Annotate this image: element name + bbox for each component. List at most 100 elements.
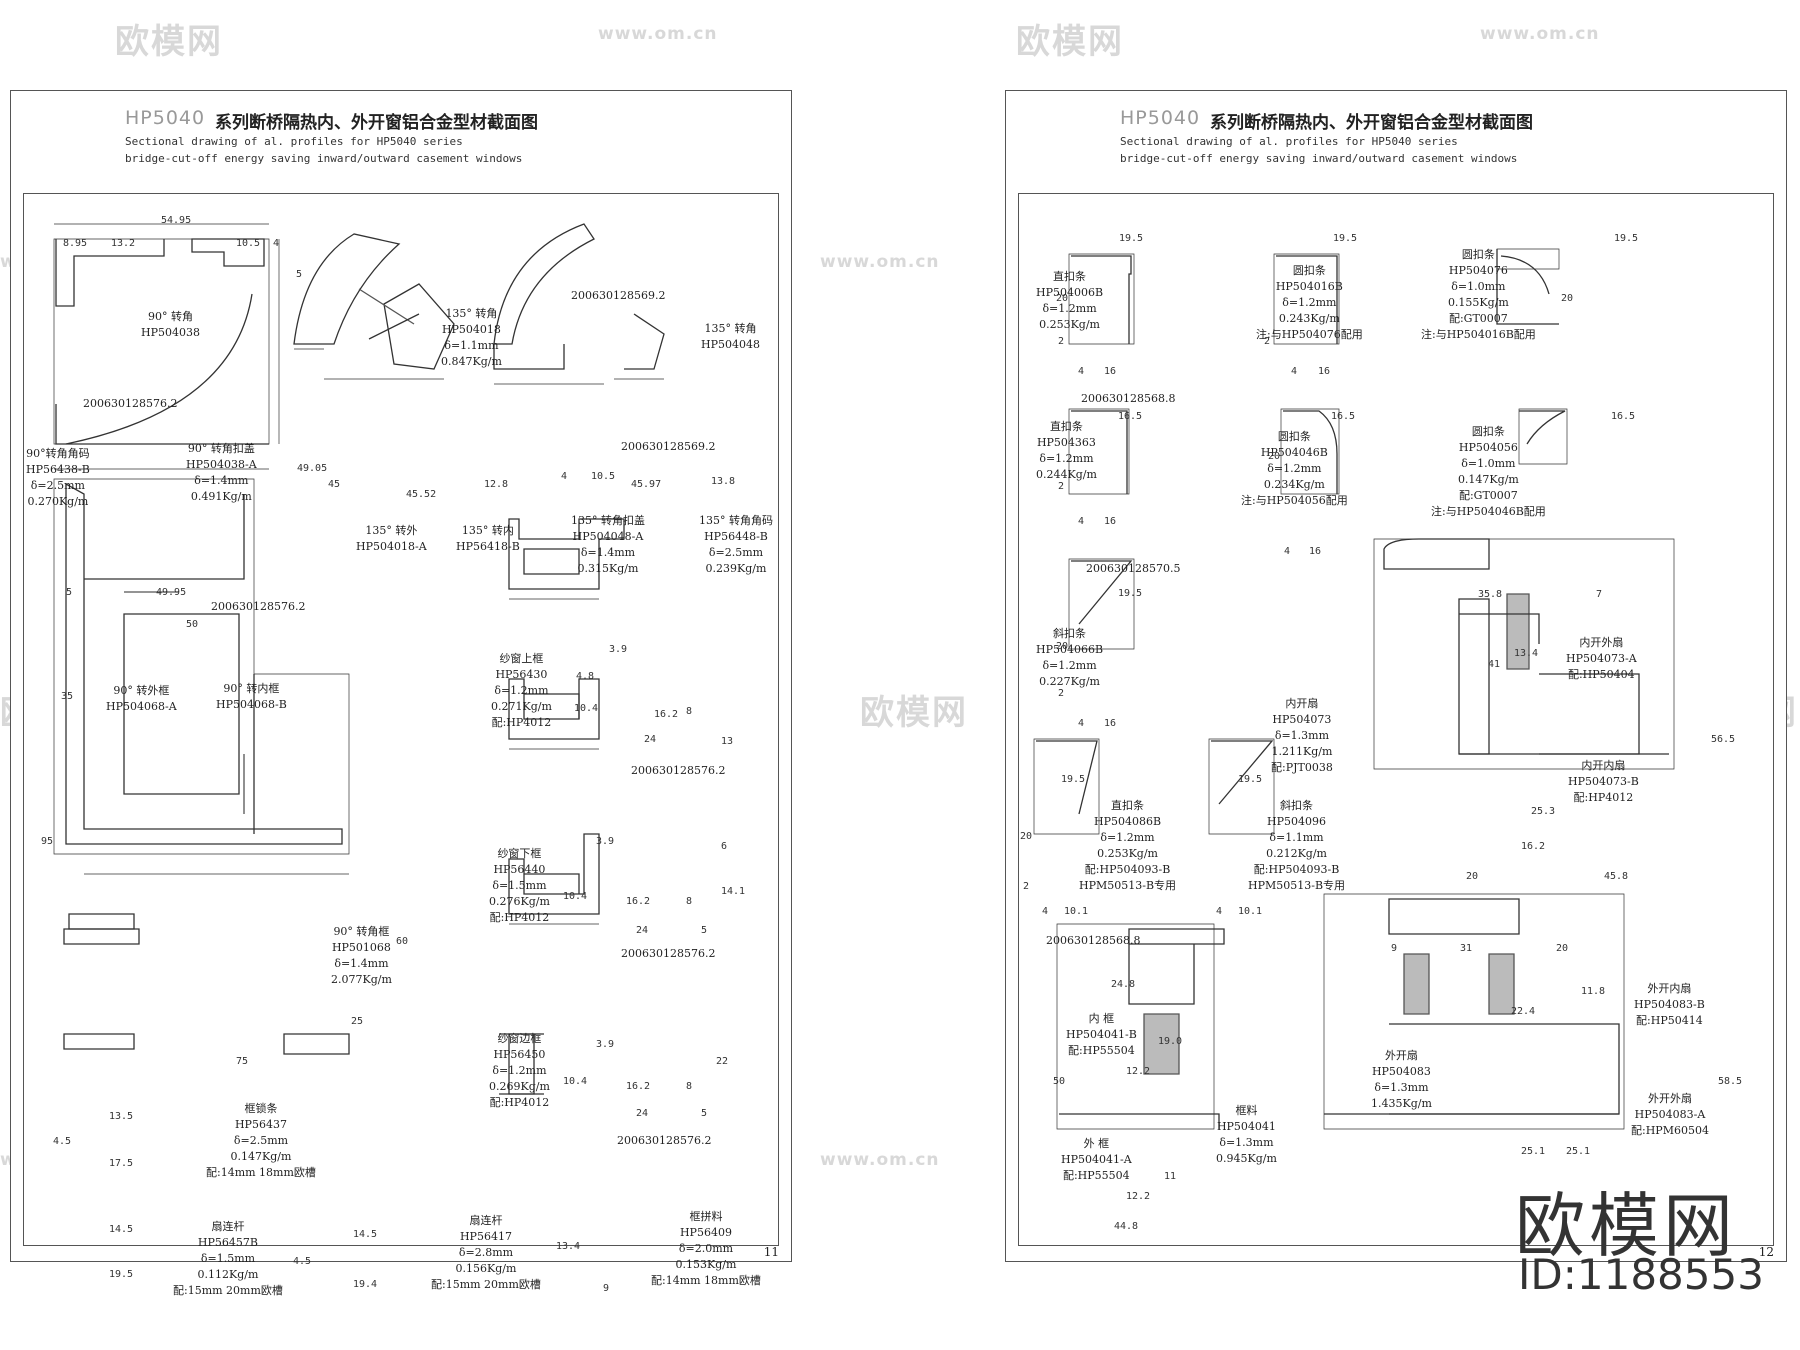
patent-number: 200630128569.2 bbox=[571, 289, 666, 302]
profile-label: 圆扣条 HP504056 δ=1.0mm 0.147Kg/m 配:GT0007 … bbox=[1431, 425, 1546, 518]
profile-label: 135° 转角 HP504018 δ=1.1mm 0.847Kg/m bbox=[441, 307, 502, 368]
dimension: 11.8 bbox=[1581, 986, 1606, 997]
profile-label: 直扣条 HP504363 δ=1.2mm 0.244Kg/m bbox=[1036, 420, 1097, 481]
dimension: 58.5 bbox=[1718, 1076, 1743, 1087]
dimension: 19.5 bbox=[1119, 233, 1144, 244]
dimension: 16.5 bbox=[1331, 411, 1356, 422]
patent-number: 200630128576.2 bbox=[621, 947, 716, 960]
dimension: 13.4 bbox=[556, 1241, 581, 1252]
page-number: 12 bbox=[1758, 1245, 1774, 1259]
dimension: 12.2 bbox=[1126, 1191, 1151, 1202]
dimension: 4.5 bbox=[53, 1136, 72, 1147]
dimension: 24.8 bbox=[1111, 979, 1136, 990]
dimension: 45.8 bbox=[1604, 871, 1629, 882]
profile-label: 135° 转角角码 HP56448-B δ=2.5mm 0.239Kg/m bbox=[699, 514, 773, 575]
patent-number: 200630128568.8 bbox=[1081, 392, 1176, 405]
dimension: 31 bbox=[1460, 943, 1473, 954]
profile-label: 外开内扇 HP504083-B 配:HP50414 bbox=[1634, 982, 1705, 1027]
dimension: 41 bbox=[1488, 659, 1501, 670]
page-number: 11 bbox=[763, 1245, 779, 1259]
dimension: 9 bbox=[603, 1283, 610, 1294]
dimension: 60 bbox=[396, 936, 409, 947]
dimension: 5 bbox=[66, 587, 73, 598]
dimension: 44.8 bbox=[1114, 1221, 1139, 1232]
watermark-url: www.om.cn bbox=[820, 1150, 940, 1170]
watermark-url: www.om.cn bbox=[1480, 24, 1600, 44]
dimension: 16.2 bbox=[1521, 841, 1546, 852]
watermark-url: www.om.cn bbox=[598, 24, 718, 44]
dimension: 22.4 bbox=[1511, 1006, 1536, 1017]
dimension: 10.5 bbox=[591, 471, 616, 482]
dimension: 4 bbox=[273, 238, 280, 249]
profile-label: 内开内扇 HP504073-B 配:HP4012 bbox=[1568, 759, 1639, 804]
watermark-logo: 欧模网 bbox=[1016, 22, 1124, 62]
profile-label: 框拼料 HP56409 δ=2.0mm 0.153Kg/m 配:14mm 18m… bbox=[651, 1210, 761, 1287]
dimension: 20 bbox=[1466, 871, 1479, 882]
dimension: 4 bbox=[1078, 366, 1085, 377]
dimension: 4 bbox=[1284, 546, 1291, 557]
profile-label: 框料 HP504041 δ=1.3mm 0.945Kg/m bbox=[1216, 1104, 1277, 1165]
dimension: 20 bbox=[1020, 831, 1033, 842]
profile-label: 内 框 HP504041-B 配:HP55504 bbox=[1066, 1012, 1137, 1057]
profile-label: 内开扇 HP504073 δ=1.3mm 1.211Kg/m 配:PJT0038 bbox=[1271, 697, 1333, 774]
dimension: 19.5 bbox=[1333, 233, 1358, 244]
dimension: 4.5 bbox=[293, 1256, 312, 1267]
dimension: 19.5 bbox=[1614, 233, 1639, 244]
profile-label: 135° 转角扣盖 HP504048-A δ=1.4mm 0.315Kg/m bbox=[571, 514, 645, 575]
dimension: 19.5 bbox=[1118, 588, 1143, 599]
dimension: 25.3 bbox=[1531, 806, 1556, 817]
dimension: 5 bbox=[701, 1108, 708, 1119]
dimension: 17.5 bbox=[109, 1158, 134, 1169]
patent-number: 200630128569.2 bbox=[621, 440, 716, 453]
dimension: 16 bbox=[1104, 366, 1117, 377]
page-subtitle-en: bridge-cut-off energy saving inward/outw… bbox=[1120, 152, 1518, 165]
dimension: 13.5 bbox=[109, 1111, 134, 1122]
dimension: 16 bbox=[1104, 516, 1117, 527]
dimension: 25.1 bbox=[1566, 1146, 1591, 1157]
dimension: 13.2 bbox=[111, 238, 136, 249]
dimension: 20 bbox=[1556, 943, 1569, 954]
dimension: 2 bbox=[1264, 336, 1271, 347]
dimension: 25.1 bbox=[1521, 1146, 1546, 1157]
dimension: 75 bbox=[236, 1056, 249, 1067]
dimension: 20 bbox=[1056, 641, 1069, 652]
watermark-logo: 欧模网 bbox=[115, 22, 223, 62]
dimension: 8 bbox=[686, 896, 693, 907]
dimension: 2 bbox=[1058, 688, 1065, 699]
profile-label: 90° 转内框 HP504068-B bbox=[216, 682, 287, 711]
patent-number: 200630128576.2 bbox=[211, 600, 306, 613]
drawing-area bbox=[23, 193, 779, 1246]
dimension: 22 bbox=[716, 1056, 729, 1067]
profile-label: 135° 转角 HP504048 bbox=[701, 322, 760, 351]
dimension: 19.0 bbox=[1158, 1036, 1183, 1047]
profile-label: 外开外扇 HP504083-A 配:HPM60504 bbox=[1631, 1092, 1709, 1137]
patent-number: 200630128570.5 bbox=[1086, 562, 1181, 575]
dimension: 13 bbox=[721, 736, 734, 747]
dimension: 12.2 bbox=[1126, 1066, 1151, 1077]
dimension: 2 bbox=[1058, 481, 1065, 492]
patent-number: 200630128576.2 bbox=[617, 1134, 712, 1147]
dimension: 16 bbox=[1309, 546, 1322, 557]
dimension: 7 bbox=[1596, 589, 1603, 600]
profile-label: 135° 转外 HP504018-A bbox=[356, 524, 427, 553]
dimension: 5 bbox=[701, 925, 708, 936]
dimension: 10.1 bbox=[1064, 906, 1089, 917]
profile-label: 框锁条 HP56437 δ=2.5mm 0.147Kg/m 配:14mm 18m… bbox=[206, 1102, 316, 1179]
brand-id: ID:1188553 bbox=[1518, 1250, 1764, 1299]
dimension: 4 bbox=[1078, 718, 1085, 729]
dimension: 4 bbox=[1042, 906, 1049, 917]
dimension: 16.5 bbox=[1611, 411, 1636, 422]
page-subtitle-en: Sectional drawing of al. profiles for HP… bbox=[125, 135, 463, 148]
profile-label: 直扣条 HP504086B δ=1.2mm 0.253Kg/m 配:HP5040… bbox=[1079, 799, 1177, 892]
dimension: 19.5 bbox=[1061, 774, 1086, 785]
dimension: 6 bbox=[721, 841, 728, 852]
dimension: 45.52 bbox=[406, 489, 437, 500]
dimension: 45 bbox=[328, 479, 341, 490]
profile-label: 90° 转角 HP504038 bbox=[141, 310, 200, 339]
dimension: 3.9 bbox=[596, 1039, 615, 1050]
dimension: 10.4 bbox=[563, 891, 588, 902]
dimension: 8.95 bbox=[63, 238, 88, 249]
dimension: 10.4 bbox=[563, 1076, 588, 1087]
brand-logo-text: 欧模网 bbox=[1515, 1185, 1737, 1267]
left-catalog-page: HP5040 系列断桥隔热内、外开窗铝合金型材截面图 Sectional dra… bbox=[10, 90, 792, 1297]
